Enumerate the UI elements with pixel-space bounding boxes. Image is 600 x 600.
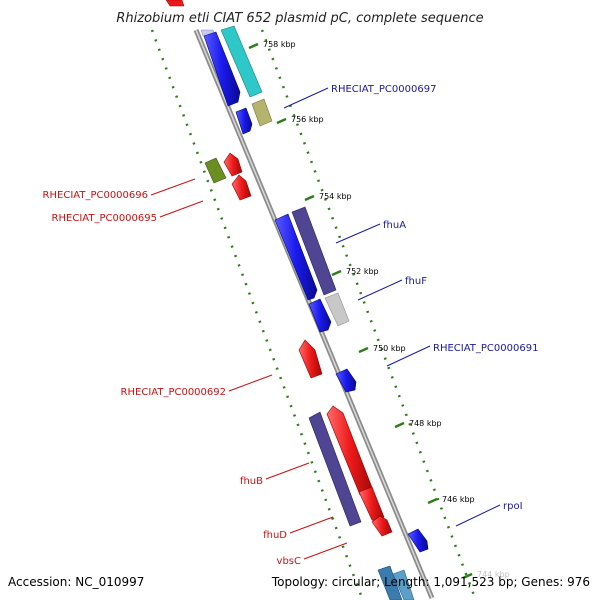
forward-gene-label[interactable]: fhuA: [383, 220, 406, 231]
gene-fhua-blue[interactable]: [274, 213, 318, 301]
label-leader-line: [303, 542, 348, 560]
label-leader-line: [228, 374, 273, 392]
forward-gene-label[interactable]: RHECIAT_PC0000691: [433, 343, 538, 354]
inner-dotted-ring: [150, 29, 364, 599]
tick-label: 746 kbp: [442, 495, 475, 504]
tick-label: 750 kbp: [373, 344, 406, 353]
tick-label: 758 kbp: [263, 40, 296, 49]
reverse-gene-label[interactable]: fhuB: [240, 476, 263, 487]
label-leader-line: [335, 223, 381, 244]
tick-label: 752 kbp: [346, 267, 379, 276]
forward-gene-labels: RHECIAT_PC0000697 fhuA fhuF RHECIAT_PC00006…: [283, 84, 538, 527]
label-leader-line: [455, 504, 501, 527]
label-leader-line: [150, 178, 196, 196]
reverse-strand-genes: [165, 0, 393, 537]
forward-gene-label[interactable]: RHECIAT_PC0000697: [331, 84, 436, 95]
gene-rheciat-pc0000691[interactable]: [335, 368, 357, 393]
gene-rheciat-pc0000692[interactable]: [298, 339, 323, 379]
label-leader-line: [159, 200, 204, 218]
gene-vbsc[interactable]: [371, 515, 393, 537]
gene-fhuf-grey[interactable]: [324, 292, 350, 327]
label-leader-line: [386, 345, 431, 367]
gene-fhuf[interactable]: [308, 298, 332, 333]
reverse-gene-label[interactable]: RHECIAT_PC0000695: [52, 213, 157, 224]
accession-text: Accession: NC_010997: [8, 575, 144, 589]
outer-dotted-ring: [260, 29, 477, 599]
label-leader-line: [265, 462, 310, 480]
gene-cyan-top[interactable]: [220, 25, 263, 98]
tick-mark: [331, 269, 342, 277]
gene-fhua-purple[interactable]: [291, 206, 337, 296]
gene-rheciat-pc0000697-khaki[interactable]: [251, 98, 273, 127]
gene-fhud-large[interactable]: [326, 405, 374, 496]
gene-rpoi[interactable]: [407, 528, 429, 553]
label-leader-line: [283, 87, 329, 109]
reverse-gene-labels: RHECIAT_PC0000696RHECIAT_PC0000695RHECIA…: [43, 178, 348, 567]
tick-mark: [358, 346, 369, 354]
gene-top-partial[interactable]: [165, 0, 185, 7]
gene-rheciat-pc0000695[interactable]: [231, 174, 252, 201]
topology-summary: Topology: circular; Length: 1,091,523 bp…: [271, 575, 590, 589]
forward-gene-label[interactable]: fhuF: [405, 276, 427, 287]
tick-mark: [394, 421, 405, 429]
ruler-ticks: 758 kbp 756 kbp 754 kbp 752 kbp 750 kbp 748 k…: [248, 40, 510, 580]
tick-label: 744 kbp: [477, 570, 510, 579]
tick-mark: [462, 572, 473, 580]
gene-bottom-teal-2[interactable]: [392, 569, 415, 600]
reverse-gene-label[interactable]: RHECIAT_PC0000696: [43, 190, 148, 201]
gene-fhub[interactable]: [308, 411, 362, 527]
forward-strand-genes: [200, 25, 429, 600]
forward-gene-label[interactable]: rpoI: [503, 501, 523, 512]
map-title: Rhizobium etli CIAT 652 plasmid pC, comp…: [116, 11, 483, 26]
reverse-gene-label[interactable]: RHECIAT_PC0000692: [121, 387, 226, 398]
gene-bottom-teal[interactable]: [377, 565, 403, 600]
reverse-gene-label[interactable]: fhuD: [263, 530, 287, 541]
gene-blue-large-top[interactable]: [203, 31, 241, 107]
ruler-rings: [150, 29, 477, 599]
tick-label: 748 kbp: [409, 419, 442, 428]
tick-label: 754 kbp: [319, 192, 352, 201]
tick-mark: [427, 497, 438, 505]
gene-rheciat-pc0000696[interactable]: [223, 152, 243, 177]
tick-mark: [304, 194, 315, 202]
gene-rheciat-pc0000697-blue[interactable]: [235, 107, 253, 135]
tick-label: 756 kbp: [291, 115, 324, 124]
label-leader-line: [289, 516, 334, 534]
gene-rheciat-pc0000696-olive[interactable]: [204, 157, 227, 184]
label-leader-line: [357, 279, 403, 301]
reverse-gene-label[interactable]: vbsC: [277, 556, 301, 567]
tick-mark: [248, 42, 259, 50]
tick-mark: [276, 117, 287, 125]
